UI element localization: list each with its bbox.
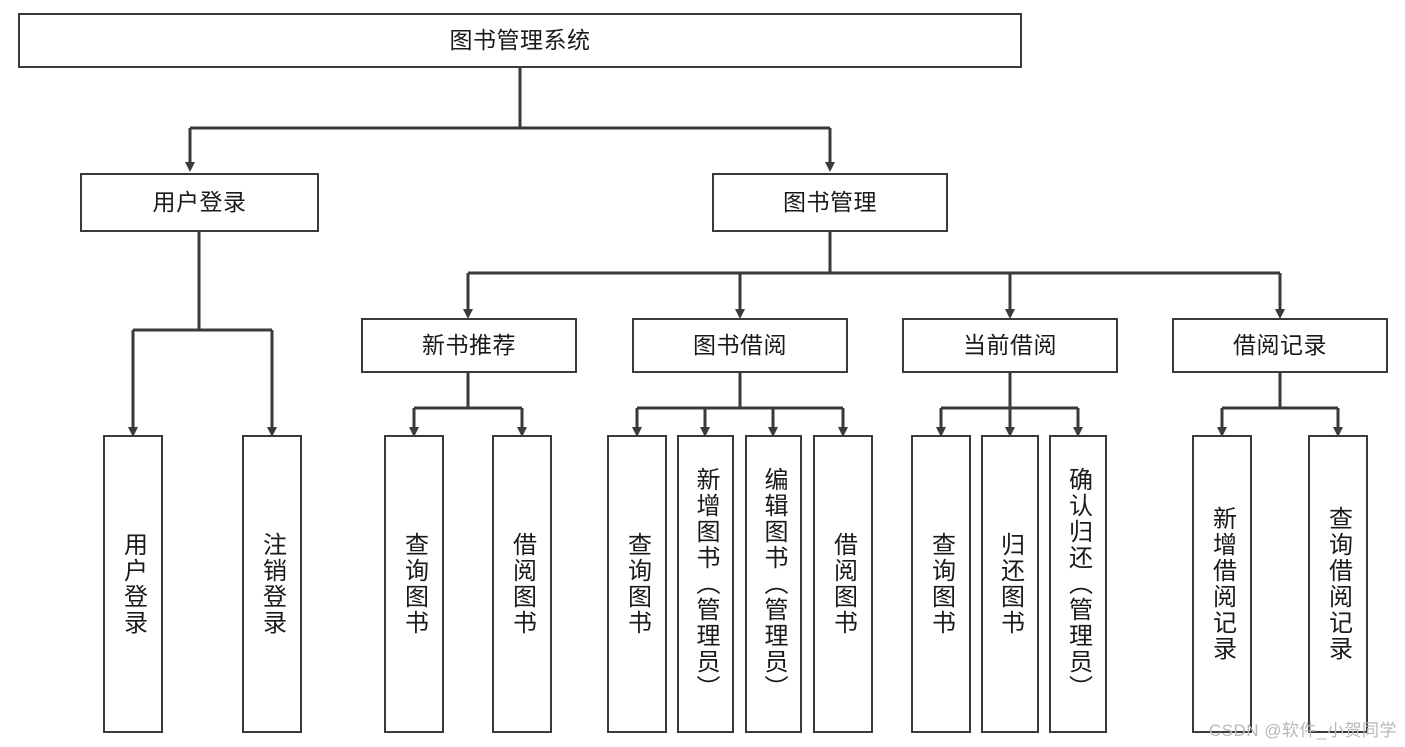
node-label: 查询图书 (927, 532, 955, 636)
leaf-current-borrow-confirm-return-admin[interactable]: 确认归还（管理员） (1049, 435, 1107, 733)
leaf-borrow-record-add-record[interactable]: 新增借阅记录 (1192, 435, 1252, 733)
leaf-current-borrow-return-book[interactable]: 归还图书 (981, 435, 1039, 733)
leaf-user-login-login[interactable]: 用户登录 (103, 435, 163, 733)
node-book-borrow[interactable]: 图书借阅 (632, 318, 848, 373)
leaf-new-book-borrow-book[interactable]: 借阅图书 (492, 435, 552, 733)
node-user-login[interactable]: 用户登录 (80, 173, 319, 232)
node-label: 借阅图书 (829, 532, 857, 636)
leaf-new-book-query-book[interactable]: 查询图书 (384, 435, 444, 733)
leaf-user-login-logout[interactable]: 注销登录 (242, 435, 302, 733)
node-new-book-recommend[interactable]: 新书推荐 (361, 318, 577, 373)
leaf-book-borrow-edit-book-admin[interactable]: 编辑图书（管理员） (745, 435, 802, 733)
node-label: 新增图书（管理员） (692, 467, 719, 701)
node-label: 注销登录 (258, 532, 286, 636)
watermark-text: CSDN @软件_小贺同学 (1208, 721, 1397, 740)
node-label: 当前借阅 (963, 331, 1057, 358)
leaf-book-borrow-borrow-book[interactable]: 借阅图书 (813, 435, 873, 733)
node-label: 图书管理系统 (449, 26, 591, 53)
node-label: 编辑图书（管理员） (760, 467, 787, 701)
node-label: 用户登录 (152, 188, 247, 215)
leaf-current-borrow-query-book[interactable]: 查询图书 (911, 435, 971, 733)
leaf-borrow-record-query-record[interactable]: 查询借阅记录 (1308, 435, 1368, 733)
node-label: 确认归还（管理员） (1064, 467, 1092, 701)
leaf-book-borrow-query-book[interactable]: 查询图书 (607, 435, 667, 733)
node-label: 图书管理 (783, 188, 877, 215)
node-borrow-record[interactable]: 借阅记录 (1172, 318, 1388, 373)
node-label: 借阅记录 (1233, 331, 1327, 358)
node-label: 用户登录 (119, 532, 147, 636)
node-current-borrow[interactable]: 当前借阅 (902, 318, 1118, 373)
node-label: 查询图书 (400, 532, 428, 636)
node-label: 新增借阅记录 (1208, 506, 1236, 662)
node-label: 借阅图书 (508, 532, 536, 636)
node-book-management[interactable]: 图书管理 (712, 173, 948, 232)
leaf-book-borrow-add-book-admin[interactable]: 新增图书（管理员） (677, 435, 734, 733)
node-label: 查询借阅记录 (1324, 506, 1352, 662)
node-label: 新书推荐 (422, 331, 516, 358)
node-label: 图书借阅 (693, 331, 787, 358)
node-label: 查询图书 (623, 532, 651, 636)
node-root-book-management-system[interactable]: 图书管理系统 (18, 13, 1022, 68)
node-label: 归还图书 (996, 532, 1024, 636)
